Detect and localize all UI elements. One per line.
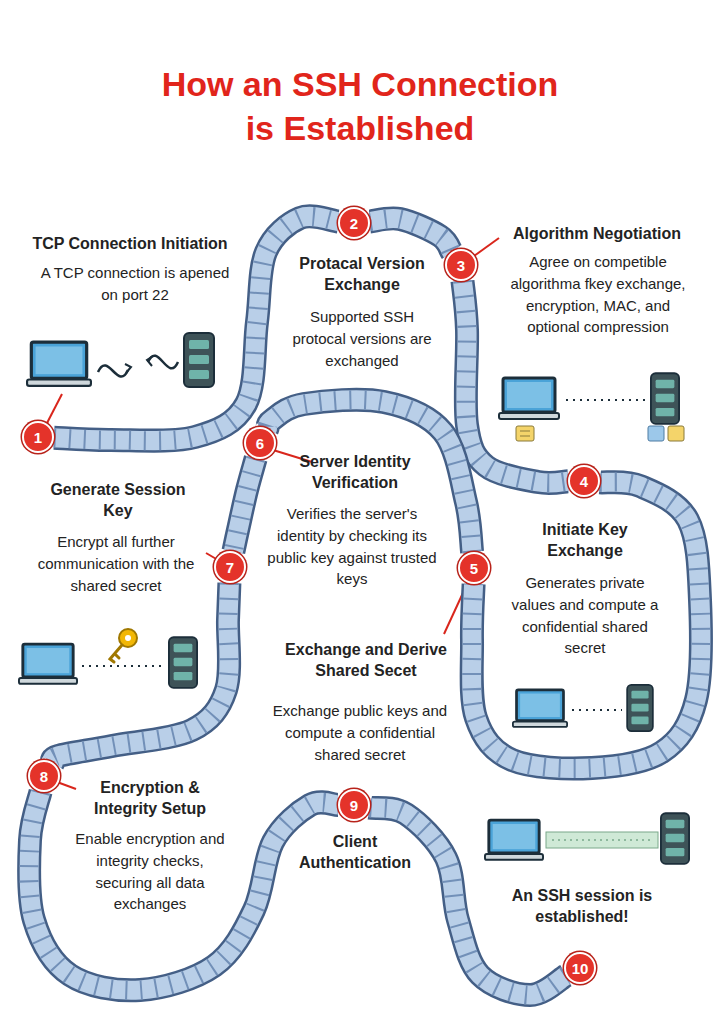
road-connector bbox=[370, 218, 452, 252]
step-text: Agree on competible algorithma fkey exch… bbox=[509, 251, 687, 338]
step-text: A TCP connection is apened on port 22 bbox=[40, 262, 230, 306]
step-text: Exchange public keys and compute a confi… bbox=[263, 700, 458, 765]
step-number-circle: 5 bbox=[458, 552, 490, 584]
step-heading: Exchange and Derive Shared Secet bbox=[280, 640, 452, 682]
step-number-circle: 3 bbox=[445, 249, 477, 281]
callout-number: 3 bbox=[457, 258, 465, 273]
callout-number: 9 bbox=[350, 798, 358, 813]
callout-number: 6 bbox=[256, 436, 264, 451]
step-text: Supported SSH protocal versions are exch… bbox=[282, 306, 442, 371]
step-heading: Server Identity Verification bbox=[265, 452, 445, 494]
step-heading: Client Authentication bbox=[285, 832, 425, 874]
road-connector bbox=[472, 482, 701, 768]
step-number-circle: 2 bbox=[338, 207, 370, 239]
road-connector bbox=[29, 792, 338, 991]
callout-number: 10 bbox=[572, 961, 589, 976]
step-number-circle: 4 bbox=[568, 465, 600, 497]
step-heading: Initiate Key Exchange bbox=[510, 520, 660, 562]
road-stroke bbox=[233, 458, 255, 551]
leader-line bbox=[57, 782, 76, 789]
step-text: Generates private values and compute a c… bbox=[509, 572, 661, 659]
step-number-circle: 6 bbox=[244, 427, 276, 459]
title: How an SSH Connection is Established bbox=[150, 62, 570, 150]
step-text: Encrypt all further communication with t… bbox=[26, 531, 206, 596]
step-heading: Generate Session Key bbox=[38, 480, 198, 522]
callout-number: 5 bbox=[470, 561, 478, 576]
road-connector bbox=[233, 458, 255, 551]
road-connector bbox=[52, 583, 229, 763]
road-stroke bbox=[370, 218, 452, 252]
tcp-illustration bbox=[27, 333, 214, 425]
road-stroke bbox=[29, 792, 338, 991]
road-stroke bbox=[472, 482, 701, 768]
road-stroke bbox=[52, 583, 229, 763]
road-stroke bbox=[29, 792, 338, 991]
callout-number: 8 bbox=[40, 769, 48, 784]
callout-number: 7 bbox=[226, 560, 234, 575]
callout-number: 2 bbox=[350, 216, 358, 231]
session-illustration bbox=[485, 813, 689, 864]
session-key-illustration bbox=[19, 553, 218, 688]
road-stroke bbox=[472, 482, 701, 768]
step-heading: TCP Connection Initiation bbox=[14, 234, 246, 255]
callout-number: 1 bbox=[34, 430, 42, 445]
road-stroke bbox=[370, 218, 452, 252]
step-number-circle: 9 bbox=[338, 789, 370, 821]
road-stroke bbox=[52, 583, 229, 763]
step-heading: Algorithm Negotiation bbox=[497, 224, 697, 245]
road-stroke bbox=[52, 583, 229, 763]
road-stroke bbox=[233, 458, 255, 551]
key-exchange-illustration bbox=[513, 685, 653, 731]
road-stroke bbox=[29, 792, 338, 991]
step-heading: Encryption & Integrity Setup bbox=[70, 778, 230, 820]
road-stroke bbox=[233, 458, 255, 551]
step-heading: Protacal Version Exchange bbox=[280, 254, 445, 296]
step-number-circle: 7 bbox=[214, 551, 246, 583]
step-heading: An SSH session is established! bbox=[502, 886, 662, 928]
step-number-circle: 8 bbox=[28, 760, 60, 792]
road-stroke bbox=[370, 218, 452, 252]
road-stroke bbox=[472, 482, 701, 768]
step-number-circle: 10 bbox=[564, 952, 596, 984]
step-text: Verifies the server's identity by checki… bbox=[265, 503, 440, 590]
step-text: Enable encryption and integrity checks, … bbox=[66, 828, 234, 915]
step-number-circle: 1 bbox=[22, 421, 54, 453]
callout-number: 4 bbox=[580, 474, 588, 489]
